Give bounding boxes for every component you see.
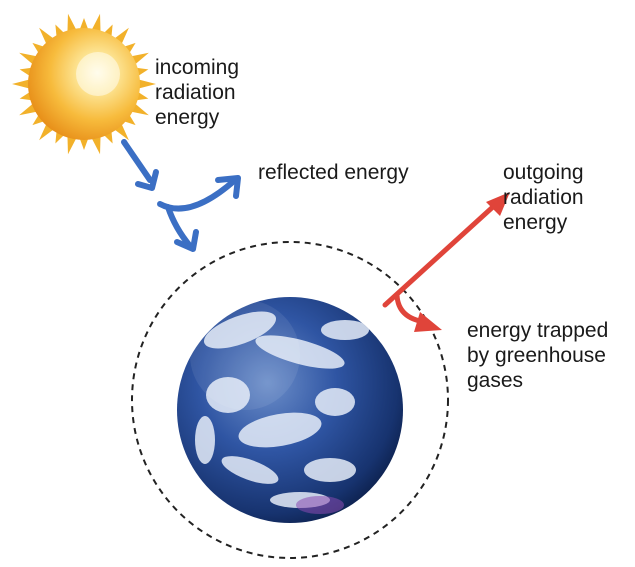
label-line: outgoing <box>503 161 584 184</box>
sun-ray <box>135 78 156 90</box>
label-line: gases <box>467 369 524 392</box>
sun-ray <box>121 112 136 126</box>
label-line: radiation <box>503 186 584 209</box>
label-line: radiation <box>155 81 236 104</box>
label-line: incoming <box>155 56 240 79</box>
sun-ray <box>32 42 47 56</box>
earth-icon <box>177 297 403 523</box>
sun-ray <box>121 42 136 56</box>
reflected-energy-label: reflected energy <box>258 161 409 184</box>
incoming-into-earth-arrow <box>165 204 199 252</box>
label-line: energy trapped <box>467 319 609 342</box>
incoming-radiation-label: incoming radiation energy <box>155 55 239 130</box>
sun-ray <box>32 112 47 126</box>
reflected-energy-arrow <box>157 175 241 212</box>
outgoing-radiation-label: outgoing radiation energy <box>503 160 584 235</box>
sun-icon <box>12 13 156 155</box>
trapped-energy-arrow <box>394 292 442 332</box>
outgoing-radiation-arrow <box>382 192 510 308</box>
trapped-energy-label: energy trapped by greenhouse gases <box>467 318 608 393</box>
label-line: energy <box>155 106 220 129</box>
incoming-radiation-arrow <box>121 139 159 191</box>
label-line: by greenhouse <box>467 344 606 367</box>
sun-ray <box>12 78 33 90</box>
label-line: energy <box>503 211 568 234</box>
atmosphere-ring <box>131 241 449 559</box>
